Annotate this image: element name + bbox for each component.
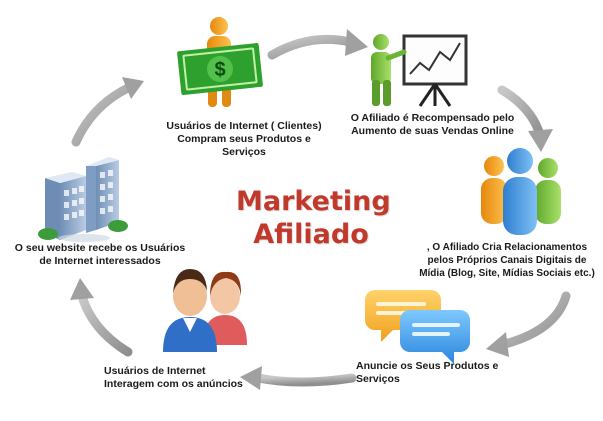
arrow-bottom <box>240 366 357 390</box>
diagram-title: Marketing Afiliado <box>236 185 391 251</box>
arrow-top <box>267 29 368 60</box>
users-icon <box>163 269 247 352</box>
step-label-affiliate-relationships: , O Afiliado Cria Relacionamentos pelos … <box>419 242 595 279</box>
step-label-advertise-products: Anuncie os Seus Produtos e Serviços <box>356 360 499 385</box>
arrow-bottom-left <box>70 278 133 357</box>
money-person-icon: $ <box>177 17 263 107</box>
step-label-users-interact: Usuários de Internet Interagem com os an… <box>104 365 243 390</box>
title-line-1: Marketing <box>236 186 391 217</box>
arrow-bottom-right <box>486 291 571 357</box>
title-line-2: Afiliado <box>253 219 369 250</box>
arrow-top-left <box>71 77 144 147</box>
arrow-top-right <box>497 85 553 152</box>
step-label-affiliate-rewarded: O Afiliado é Recompensado pelo Aumento d… <box>350 112 515 137</box>
step-label-customers-buy: Usuários de Internet ( Clientes) Compram… <box>166 120 322 158</box>
presentation-chart-icon <box>371 34 468 107</box>
step-label-website-receives: O seu website recebe os Usuários de Inte… <box>14 242 186 267</box>
building-icon <box>38 157 128 242</box>
speech-bubbles-icon <box>365 290 470 364</box>
svg-text:$: $ <box>214 59 225 81</box>
people-group-icon <box>481 148 561 235</box>
